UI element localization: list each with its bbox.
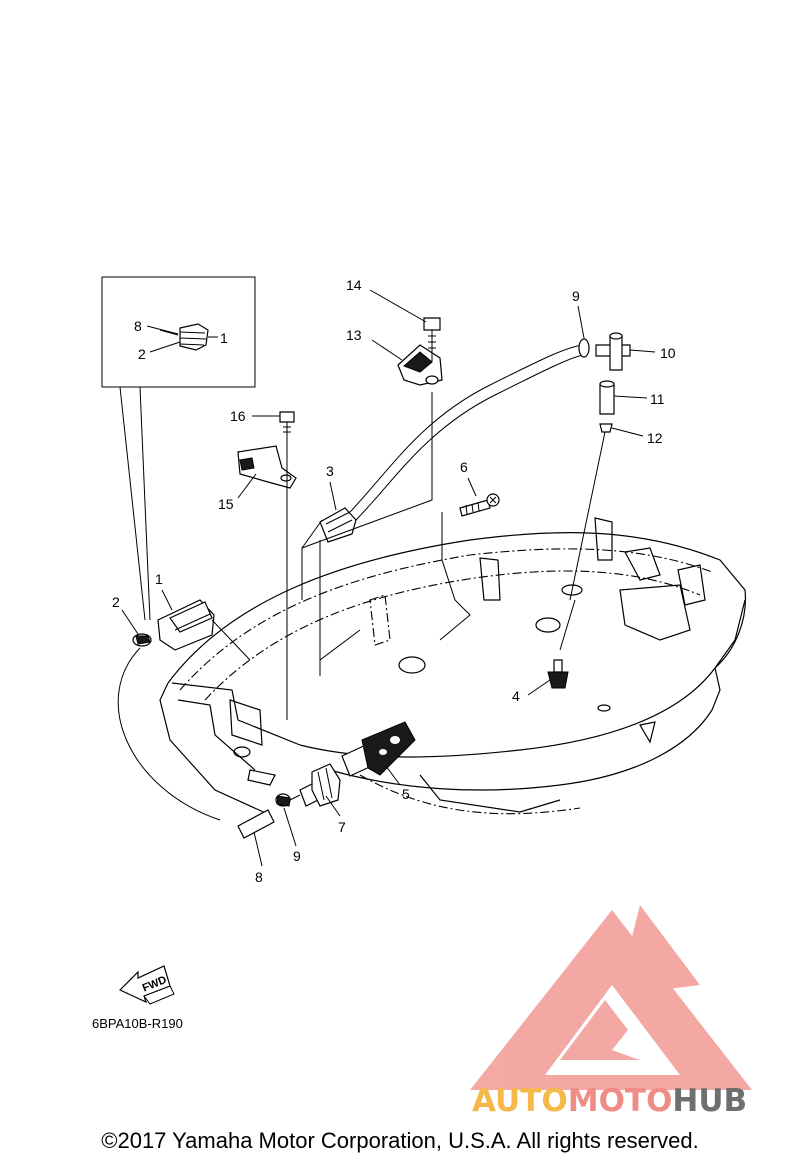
part-5-connector	[341, 721, 416, 777]
watermark-part-auto: AUTO	[472, 1083, 568, 1119]
part-11-hose	[599, 380, 615, 415]
callout-inset-2: 2	[138, 346, 146, 362]
part-16-bolt	[279, 411, 295, 440]
part-9-clip-lower	[275, 793, 291, 807]
part-1-grommet	[157, 599, 215, 651]
callout-inset-1: 1	[220, 330, 228, 346]
part-9-clip-top	[578, 338, 590, 358]
leader-lines	[121, 289, 656, 867]
part-10-tee	[595, 332, 631, 371]
callout-13: 13	[346, 327, 362, 343]
watermark-part-moto: MOTO	[567, 1083, 673, 1119]
watermark-logo-icon	[470, 905, 752, 1090]
watermark-brand: AUTOMOTOHUB	[472, 1083, 792, 1123]
callout-16: 16	[230, 408, 246, 424]
hose-route-upper	[349, 344, 586, 513]
part-7-fitting	[299, 763, 341, 807]
part-2-clip	[132, 633, 152, 647]
copyright-notice: ©2017 Yamaha Motor Corporation, U.S.A. A…	[101, 1128, 699, 1153]
callout-7: 7	[338, 819, 346, 835]
part-14-bolt	[423, 317, 441, 362]
callout-6: 6	[460, 459, 468, 475]
part-4-fitting	[547, 659, 569, 689]
callout-14: 14	[346, 277, 362, 293]
callout-15: 15	[218, 496, 234, 512]
part-8-hose	[237, 809, 275, 839]
callout-1: 1	[155, 571, 163, 587]
watermark-part-hub: HUB	[672, 1083, 748, 1119]
callout-12: 12	[647, 430, 663, 446]
fwd-arrow-icon: FWD	[118, 965, 175, 1005]
part-3-grommet	[319, 507, 357, 543]
callout-10: 10	[660, 345, 676, 361]
callout-labels: 8 2 1 1 2 3 4 5 6 7 8 9 9 10 11 12 13 14…	[112, 277, 676, 885]
part-13-holder	[397, 344, 443, 386]
part-15-bracket	[237, 445, 297, 489]
callout-5: 5	[402, 786, 410, 802]
callout-9-lower: 9	[293, 848, 301, 864]
callout-8: 8	[255, 869, 263, 885]
callout-4: 4	[512, 688, 520, 704]
callout-11: 11	[650, 391, 665, 407]
part-6-screw	[459, 493, 500, 517]
bottom-cowling	[159, 517, 747, 816]
assembly-lines	[211, 392, 606, 801]
callout-2: 2	[112, 594, 120, 610]
callout-3: 3	[326, 463, 334, 479]
callout-inset-8: 8	[134, 318, 142, 334]
detail-inset	[101, 276, 256, 621]
drawing-code: 6BPA10B-R190	[92, 1016, 183, 1031]
part-8-hose-route	[117, 647, 221, 821]
callout-9-top: 9	[572, 288, 580, 304]
part-12-clip	[599, 423, 613, 433]
